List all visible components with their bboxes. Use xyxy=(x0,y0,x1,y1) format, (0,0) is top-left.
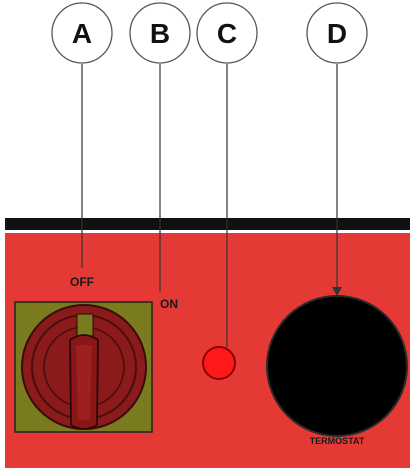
callout-letter-d: D xyxy=(327,18,347,49)
callout-c: C xyxy=(196,2,258,64)
indicator-light xyxy=(202,346,236,380)
thermostat-knob xyxy=(266,295,408,437)
termostat-label: TERMOSTAT xyxy=(310,436,365,446)
off-label: OFF xyxy=(70,275,94,289)
leader-arrowhead-d xyxy=(332,287,342,296)
callout-a: A xyxy=(51,2,113,64)
thermostat[interactable]: TERMOSTAT xyxy=(266,295,408,446)
switch-handle-highlight xyxy=(76,345,92,420)
top-bar xyxy=(5,218,410,230)
callout-d: D xyxy=(306,2,368,64)
callout-b: B xyxy=(129,2,191,64)
callout-letter-c: C xyxy=(217,18,237,49)
callout-letter-a: A xyxy=(72,18,92,49)
on-label: ON xyxy=(160,297,178,311)
separator-line xyxy=(5,230,410,233)
rotary-switch[interactable] xyxy=(14,301,153,433)
switch-indicator-notch xyxy=(76,313,94,337)
callout-letter-b: B xyxy=(150,18,170,49)
